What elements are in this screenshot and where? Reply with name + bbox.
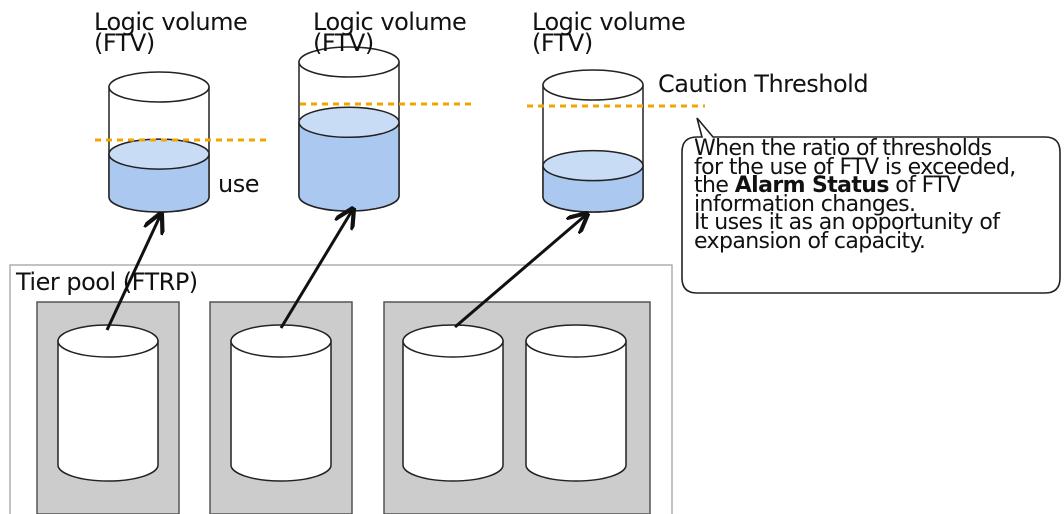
- volume-usage-surface: [108, 138, 210, 170]
- callout-text-fragment: the: [694, 173, 735, 199]
- callout-line: information changes.: [694, 191, 916, 217]
- volume-title-line: Logic volume: [94, 8, 248, 36]
- callout-line: It uses it as an opportunity of: [694, 210, 1000, 236]
- logic-volume-cylinder: [542, 69, 644, 213]
- volume-title-line: Logic volume: [313, 8, 467, 36]
- volume-3-title: Logic volume (FTV): [532, 8, 686, 57]
- caution-threshold-label: Caution Threshold: [658, 70, 869, 98]
- callout-line: When the ratio of thresholds: [694, 136, 992, 161]
- volume-top-rim: [298, 46, 400, 78]
- use-label: use: [218, 170, 259, 198]
- disk-cylinder: [57, 324, 159, 482]
- allocation-arrow: [105, 214, 161, 331]
- callout-text: When the ratio of thresholds for the use…: [694, 136, 1016, 254]
- volume-top-rim: [542, 69, 644, 101]
- volume-usage-surface: [298, 106, 400, 139]
- callout-line: for the use of FTV is exceeded,: [694, 154, 1016, 180]
- alarm-status-term: Alarm Status: [734, 173, 890, 199]
- disk-cylinder: [402, 324, 504, 482]
- disk-cylinder: [525, 324, 627, 482]
- callout-line: expansion of capacity.: [694, 228, 926, 254]
- volume-type-label: (FTV): [94, 29, 155, 57]
- callout-bubble: [681, 117, 1061, 294]
- volume-type-label: (FTV): [532, 29, 593, 57]
- allocation-arrow: [279, 209, 353, 329]
- volume-top-rim: [108, 71, 210, 103]
- logic-volume-cylinder: [108, 71, 210, 213]
- volume-1-title: Logic volume (FTV): [94, 8, 248, 57]
- volume-usage-surface: [542, 149, 644, 182]
- callout-text-fragment: of FTV: [888, 173, 961, 199]
- tier-pool-label: Tier pool (FTRP): [16, 268, 198, 296]
- volume-type-label: (FTV): [313, 29, 374, 57]
- allocation-arrow: [454, 214, 587, 329]
- logic-volume-cylinder: [298, 46, 400, 212]
- disk-cylinder: [230, 324, 332, 482]
- callout-line: the Alarm Status of FTV: [694, 175, 1016, 197]
- volume-title-line: Logic volume: [532, 8, 686, 36]
- volume-2-title: Logic volume (FTV): [313, 8, 467, 57]
